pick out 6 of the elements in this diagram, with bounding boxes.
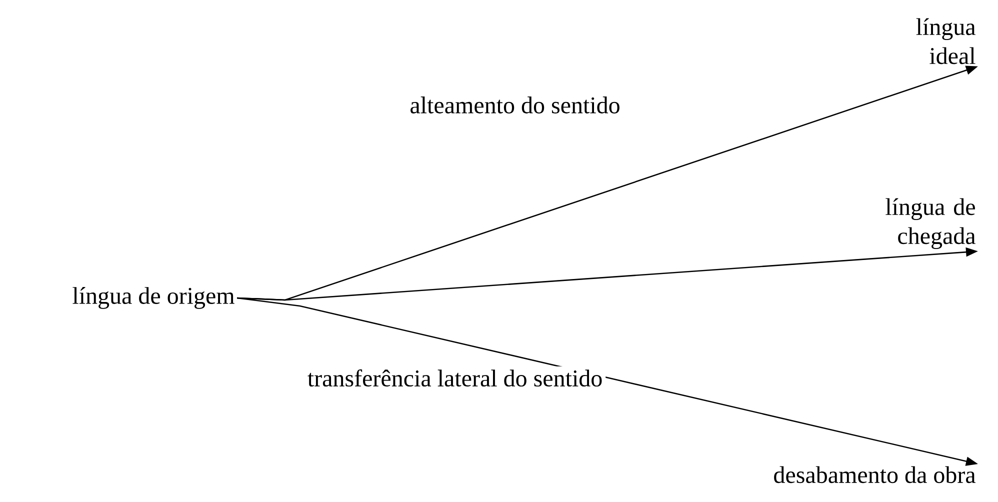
text-label: língua de chegada (886, 198, 976, 250)
text-label: desabamento da obra (774, 466, 976, 484)
text-label: língua ideal (916, 18, 976, 64)
text-label: língua de origem (72, 287, 234, 309)
edge-label: transferência lateral do sentido (304, 366, 606, 390)
edge-label: alteamento do sentido (406, 94, 624, 116)
